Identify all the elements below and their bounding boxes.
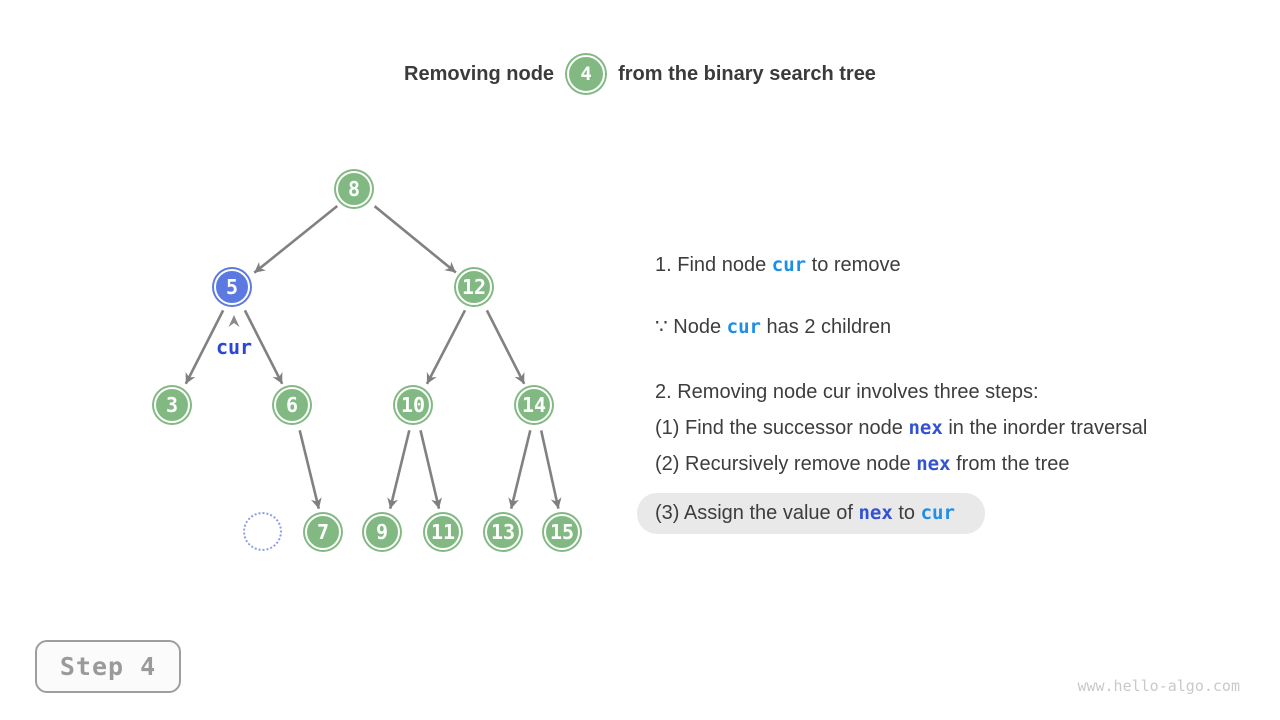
title-node-circle: 4 [567, 55, 606, 93]
tree-edge-6-7 [298, 430, 322, 510]
tree-node-12: 12 [456, 269, 492, 305]
tree-edge-10-9 [387, 430, 411, 510]
diagram-title: Removing node 4 from the binary search t… [0, 50, 1280, 98]
note-line-2: ∵ Node cur has 2 children [637, 314, 1147, 341]
note-text: to remove [806, 254, 901, 276]
note-text: 1. Find node [655, 254, 772, 276]
note-line-1: 1. Find node cur to remove [637, 252, 1147, 279]
tree-edge-14-13 [508, 430, 532, 510]
code-token-cur: cur [920, 502, 955, 524]
explanation-notes: 1. Find node cur to remove ∵ Node cur has… [637, 252, 1147, 534]
note-line-3: 2. Removing node cur involves three step… [637, 379, 1147, 406]
code-token-nex: nex [916, 453, 951, 475]
note-text: ∵ Node [655, 316, 727, 338]
tree-node-removed-placeholder [243, 512, 282, 551]
note-text: has 2 children [760, 316, 892, 338]
code-token-cur: cur [771, 254, 807, 276]
tree-node-14: 14 [516, 387, 552, 423]
note-line-highlighted: (3) Assign the value of nex to cur [637, 493, 985, 534]
note-text: to [892, 502, 921, 524]
note-text: 2. Removing node cur involves three step… [655, 381, 1039, 403]
tree-node-13: 13 [485, 514, 521, 550]
tree-node-8: 8 [336, 171, 372, 207]
tree-edge-8-12 [373, 205, 457, 274]
cur-pointer-caret-icon [228, 315, 240, 327]
title-node-value: 4 [580, 63, 592, 85]
tree-node-9: 9 [364, 514, 400, 550]
tree-edge-12-10 [425, 309, 467, 385]
tree-edge-14-15 [539, 430, 562, 509]
tree-node-11: 11 [425, 514, 461, 550]
note-text: (1) Find the successor node [655, 417, 909, 439]
step-badge: Step 4 [35, 640, 181, 693]
tree-node-7: 7 [305, 514, 341, 550]
note-text: in the inorder traversal [942, 417, 1148, 439]
code-token-cur: cur [726, 316, 761, 338]
tree-edge-12-14 [485, 309, 526, 385]
tree-edge-8-5 [253, 205, 339, 274]
tree-node-15: 15 [544, 514, 580, 550]
tree-node-5: 5 [214, 269, 250, 305]
note-text: (3) Assign the value of [655, 502, 859, 524]
code-token-nex: nex [858, 502, 893, 524]
footer-watermark: www.hello-algo.com [1077, 677, 1240, 695]
title-text-left: Removing node [404, 62, 555, 85]
note-text: (2) Recursively remove node [655, 453, 917, 475]
tree-node-10: 10 [395, 387, 431, 423]
title-text-right: from the binary search tree [618, 62, 876, 85]
tree-node-6: 6 [274, 387, 310, 423]
tree-edge-10-11 [419, 430, 442, 509]
cur-pointer-label: cur [215, 335, 253, 359]
note-line-4: (1) Find the successor node nex in the i… [637, 415, 1147, 442]
tree-node-3: 3 [154, 387, 190, 423]
note-line-5: (2) Recursively remove node nex from the… [637, 451, 1147, 478]
note-text: from the tree [950, 453, 1070, 475]
code-token-nex: nex [908, 417, 943, 439]
